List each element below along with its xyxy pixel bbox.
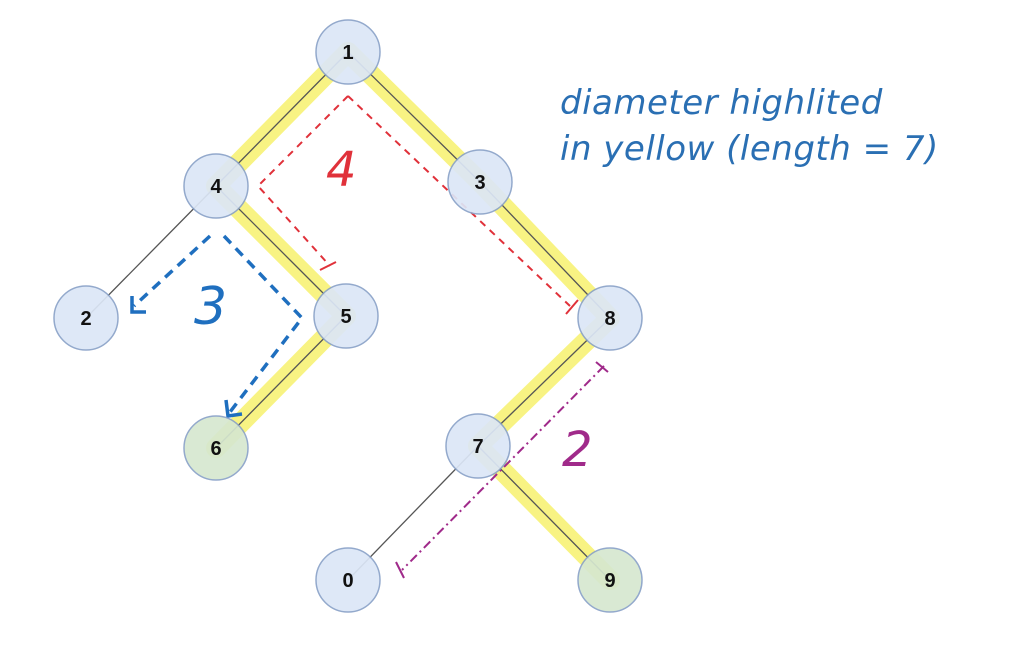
caption-line-2: in yellow (length = 7) [560, 129, 939, 169]
purple-annotation-label: 2 [562, 422, 593, 478]
red-path-end-tick-right [565, 299, 579, 315]
tree-node-7: 7 [445, 413, 511, 479]
node-label: 4 [210, 176, 222, 198]
node-label: 7 [472, 436, 483, 458]
node-label: 1 [342, 42, 353, 64]
node-circle [577, 547, 643, 613]
node-label: 6 [210, 438, 221, 460]
node-circle [445, 413, 511, 479]
red-annotation-label: 4 [326, 142, 357, 198]
caption-line-1: diameter highlited [560, 83, 883, 123]
diameter-caption: diameter highlited in yellow (length = 7… [560, 80, 1000, 172]
red-dashed-path-left [256, 95, 349, 267]
purple-path-end-tick-top [595, 361, 609, 373]
node-circle [315, 19, 381, 85]
node-label: 8 [604, 308, 615, 330]
node-label: 9 [604, 570, 615, 592]
node-label: 2 [80, 308, 91, 330]
tree-node-1: 1 [315, 19, 381, 85]
node-circle [53, 285, 119, 351]
tree-node-8: 8 [577, 285, 643, 351]
red-path-end-tick [319, 261, 337, 271]
tree-node-2: 2 [53, 285, 119, 351]
tree-nodes: 1 4 3 2 5 8 6 7 0 9 [53, 19, 643, 613]
node-label: 0 [342, 570, 353, 592]
red-depth-annotation [256, 95, 579, 315]
blue-arrow-head-left [130, 296, 146, 314]
tree-node-4: 4 [183, 153, 249, 219]
purple-depth-annotation [395, 361, 609, 579]
blue-arrow-head-right [224, 399, 243, 418]
blue-dashed-path-right [222, 234, 305, 414]
node-label: 5 [340, 306, 351, 328]
tree-node-0: 0 [315, 547, 381, 613]
tree-node-5: 5 [313, 283, 379, 349]
node-circle [577, 285, 643, 351]
node-circle [183, 153, 249, 219]
diameter-highlight [206, 42, 620, 590]
blue-dashed-path-left [132, 234, 212, 308]
node-circle [313, 283, 379, 349]
blue-depth-annotation [130, 234, 305, 418]
blue-annotation-label: 3 [194, 277, 227, 337]
node-circle [183, 415, 249, 481]
purple-path-end-tick-bottom [395, 561, 405, 579]
node-circle [315, 547, 381, 613]
tree-node-3: 3 [447, 149, 513, 215]
tree-node-6: 6 [183, 415, 249, 481]
node-circle [447, 149, 513, 215]
tree-node-9: 9 [577, 547, 643, 613]
node-label: 3 [474, 172, 485, 194]
